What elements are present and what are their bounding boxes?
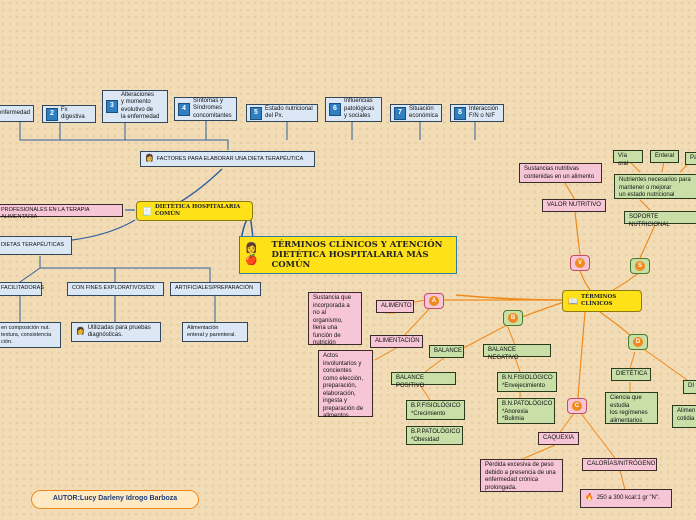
exploratory-node[interactable]: CON FINES EXPLORATIVOS/DX <box>67 282 164 296</box>
letter-badge-v[interactable]: V <box>570 255 590 271</box>
tests-label: Utilizadas para pruebas diagnósticas. <box>87 324 151 339</box>
letter-badge-s[interactable]: S <box>630 258 650 274</box>
dietetica-node[interactable]: DIETÉTICA <box>611 368 651 381</box>
balance-positive-node[interactable]: BALANCE POSITIVO <box>391 372 456 389</box>
soporte-node[interactable]: SOPORTE NUTRICIONAL <box>624 211 696 228</box>
balance-node[interactable]: BALANCE <box>429 345 464 358</box>
left-hub-label: DIETÉTICA HOSPITALARIA COMÚN <box>154 204 241 217</box>
right-hub[interactable]: 📖 TÉRMINOS CLÍNICOS <box>562 290 642 312</box>
factor-item-1[interactable]: enfermedad <box>0 105 34 122</box>
factor-item-4[interactable]: 4 Síntomas y Síndromes concomitantes <box>174 97 237 121</box>
enteral-node[interactable]: Enteral <box>650 150 679 163</box>
via-oral-node[interactable]: Vía oral <box>613 150 643 167</box>
factor-item-3[interactable]: 3 Alteraciones y momento evolutivo de la… <box>102 90 168 123</box>
book-icon: 📖 <box>568 296 578 306</box>
letter-badge-d[interactable]: D <box>628 334 648 350</box>
right-hub-label: TÉRMINOS CLÍNICOS <box>580 294 617 307</box>
letter-badge-c[interactable]: C <box>567 398 587 414</box>
di-node[interactable]: DI <box>683 380 696 394</box>
alimentacion-node[interactable]: ALIMENTACIÓN <box>370 335 423 348</box>
left-hub[interactable]: 🧾 DIETÉTICA HOSPITALARIA COMÚN <box>136 201 253 221</box>
calorias-node[interactable]: CALORÍAS/NITRÓGENO <box>582 458 657 471</box>
diets-node[interactable]: DIETAS TERAPÉUTICAS <box>0 236 72 255</box>
dietetica-definition[interactable]: Ciencia que estudia los regímenes alimen… <box>605 392 658 424</box>
person-icon: 👩 <box>145 154 154 162</box>
valor-nutritivo-definition[interactable]: Sustancias nutritivas contenidas en un a… <box>519 163 602 183</box>
fire-icon: 🔥 <box>585 494 594 502</box>
alimento-definition[interactable]: Sustancia que incorporada a no al organi… <box>308 292 362 346</box>
number-badge: 2 <box>46 107 58 121</box>
bp-pathological-node[interactable]: B.P.PATOLÓGICO *Obesidad <box>406 426 463 445</box>
factor-item-label: enfermedad <box>0 109 31 116</box>
soporte-definition[interactable]: Nutrientes necesarios para mantener o me… <box>614 174 696 199</box>
number-badge: 3 <box>106 100 118 113</box>
factor-item-label: Síntomas y Síndromes concomitantes <box>193 97 232 119</box>
alimento-node[interactable]: ALIMENTO <box>376 300 414 313</box>
document-icon: 🧾 <box>142 206 152 216</box>
professionals-node[interactable]: PROFESIONALES EN LA TERAPIA ALIMENTARIA <box>0 204 123 220</box>
bp-physiological-node[interactable]: B.P.FISIOLÓGICO *Crecimiento <box>406 400 465 420</box>
tests-node[interactable]: 👩 Utilizadas para pruebas diagnósticas. <box>71 322 161 342</box>
factors-label: FACTORES PARA ELABORAR UNA DIETA TERAPÉU… <box>156 155 304 162</box>
person-icon: 👩 <box>76 327 85 335</box>
number-badge: 7 <box>394 106 406 120</box>
factor-item-5[interactable]: 5 Estado nutricional del Px. <box>246 104 318 122</box>
number-badge: 5 <box>250 106 262 120</box>
factor-item-2[interactable]: 2 Fx digestiva <box>42 105 96 123</box>
bn-physiological-node[interactable]: B.N.FISIOLÓGICO *Envejecimiento <box>497 372 557 392</box>
number-badge: 4 <box>178 102 190 116</box>
number-badge: 6 <box>329 103 341 116</box>
factor-item-label: Alteraciones y momento evolutivo de la e… <box>121 91 160 121</box>
factor-item-8[interactable]: 8 Interacción F/N o N/F <box>450 104 504 122</box>
valor-nutritivo-node[interactable]: VALOR NUTRITIVO <box>542 199 606 212</box>
factor-item-label: Situación económica <box>409 105 439 120</box>
calorias-definition[interactable]: 🔥 250 a 300 kcal:1 gr "N". <box>580 489 672 508</box>
caquexia-node[interactable]: CAQUEXIA <box>538 432 579 445</box>
alimen-node[interactable]: Alimen cotidia <box>672 405 696 428</box>
factor-item-6[interactable]: 6 Influencias patológicas y sociales <box>325 97 382 122</box>
calorias-definition-label: 250 a 300 kcal:1 gr "N". <box>596 494 660 501</box>
factor-item-label: Estado nutricional del Px. <box>265 105 313 120</box>
alimentacion-definition[interactable]: Actos involuntarios y concientes como el… <box>318 350 373 419</box>
pa-node[interactable]: Pa <box>685 152 696 165</box>
bn-pathological-node[interactable]: B.N.PATOLÓGICO *Anorexia *Bulimia <box>497 398 555 424</box>
factor-item-label: Influencias patológicas y sociales <box>344 98 375 120</box>
balance-negative-node[interactable]: BALANCE NEGATIVO <box>483 344 551 361</box>
person-apple-icon: 👩🍎 <box>245 242 258 267</box>
caquexia-definition[interactable]: Pérdida excesiva de peso debido a presen… <box>480 459 563 492</box>
factor-item-7[interactable]: 7 Situación económica <box>390 104 442 122</box>
central-topic[interactable]: 👩🍎 TÉRMINOS CLÍNICOS Y ATENCIÓN DIETÉTIC… <box>239 236 457 274</box>
central-topic-label: TÉRMINOS CLÍNICOS Y ATENCIÓN DIETÉTICA H… <box>271 239 443 271</box>
letter-badge-a[interactable]: A <box>424 293 444 309</box>
artificial-node[interactable]: ARTIFICIALES/PREPARACIÓN <box>170 282 261 296</box>
factor-item-label: Fx digestiva <box>61 106 85 121</box>
composition-node[interactable]: en composición nut. textura, consistenci… <box>0 322 61 348</box>
letter-badge-b[interactable]: B <box>503 310 523 326</box>
facilitators-node[interactable]: FACILITADORAS <box>0 282 44 296</box>
feeding-node[interactable]: Alimentación enteral y parenteral. <box>182 322 248 342</box>
number-badge: 8 <box>454 106 466 120</box>
factors-node[interactable]: 👩 FACTORES PARA ELABORAR UNA DIETA TERAP… <box>140 151 315 167</box>
author-label: AUTOR:Lucy Darleny Idrogo Barboza <box>31 490 199 509</box>
factor-item-label: Interacción F/N o N/F <box>469 105 499 120</box>
